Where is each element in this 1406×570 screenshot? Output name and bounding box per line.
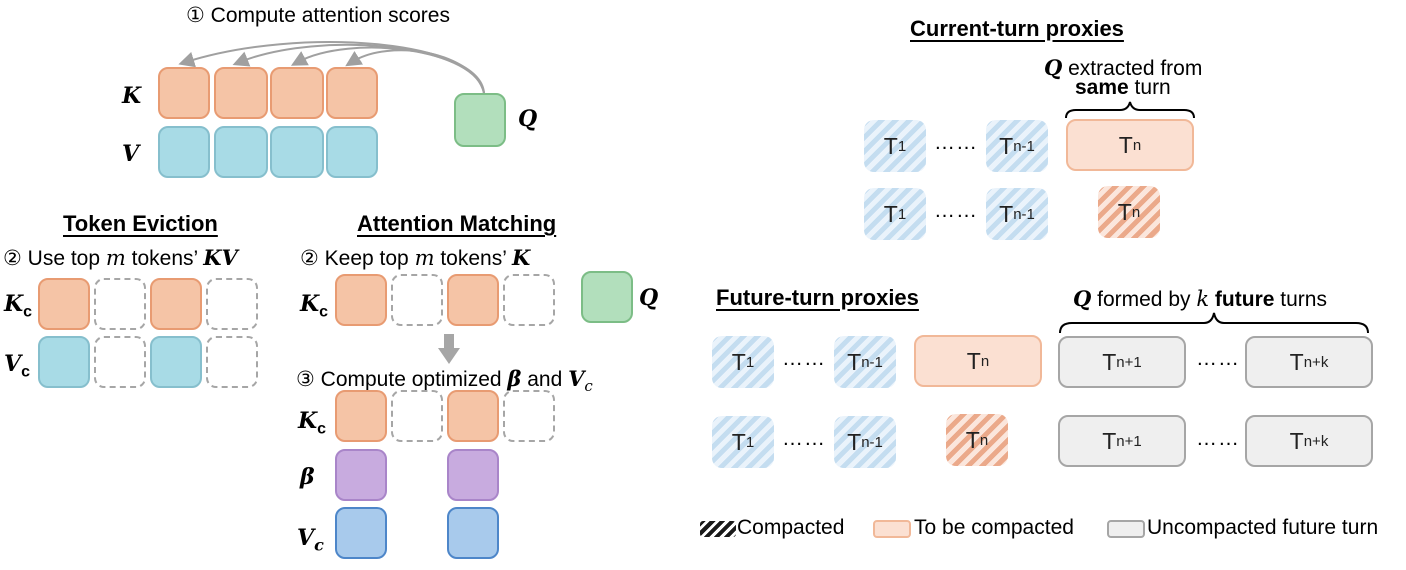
ellipsis: …… — [782, 427, 826, 450]
evicted-slot — [391, 274, 443, 326]
token-eviction-title: Token Eviction — [63, 211, 218, 236]
query-token — [454, 93, 506, 147]
kept-value-token — [150, 336, 202, 388]
ellipsis: …… — [1196, 427, 1240, 450]
q-label: Q — [518, 106, 538, 132]
ellipsis: …… — [934, 131, 978, 154]
kc-label: Kc — [298, 408, 327, 438]
current-note-line2: same turn — [1075, 76, 1171, 99]
kept-key-token — [335, 274, 387, 326]
k-label: K — [122, 83, 142, 109]
evicted-slot — [94, 336, 146, 388]
evicted-slot — [503, 390, 555, 442]
evicted-slot — [94, 278, 146, 330]
down-arrow-icon — [438, 334, 460, 364]
value-token — [270, 126, 324, 178]
vc-token — [447, 507, 499, 559]
kc-label: Kc — [300, 291, 329, 321]
ellipsis: …… — [1196, 347, 1240, 370]
future-turn-title: Future-turn proxies — [716, 285, 919, 310]
v-label: V — [122, 141, 140, 167]
value-token — [326, 126, 378, 178]
key-token — [270, 67, 324, 119]
beta-token — [447, 449, 499, 501]
vc-label: Vc — [297, 525, 324, 555]
kept-key-token — [335, 390, 387, 442]
query-token — [581, 271, 633, 323]
current-note-line1: Q extracted from — [1044, 55, 1203, 80]
evicted-slot — [391, 390, 443, 442]
kept-key-token — [38, 278, 90, 330]
legend-to-be-compacted: To be compacted — [914, 516, 1074, 539]
future-note: Q formed by k future turns — [1073, 286, 1327, 311]
vc-token — [335, 507, 387, 559]
beta-token — [335, 449, 387, 501]
legend-uncompacted: Uncompacted future turn — [1147, 516, 1379, 539]
vc-label: Vc — [4, 351, 30, 381]
ellipsis: …… — [934, 199, 978, 222]
current-brace — [1065, 101, 1195, 119]
legend-future-swatch — [1107, 520, 1145, 538]
evicted-slot — [503, 274, 555, 326]
value-token — [158, 126, 210, 178]
beta-label: β — [300, 464, 315, 490]
evicted-slot — [206, 278, 258, 330]
legend-compacted: Compacted — [737, 516, 845, 539]
attention-matching-title: Attention Matching — [357, 211, 557, 236]
key-token — [158, 67, 210, 119]
ellipsis: …… — [782, 347, 826, 370]
key-token — [214, 67, 268, 119]
kept-value-token — [38, 336, 90, 388]
kc-label: Kc — [4, 291, 33, 321]
evicted-slot — [206, 336, 258, 388]
eviction-step2: ② Use top m tokens’ KV — [3, 245, 238, 270]
future-brace — [1059, 312, 1369, 334]
current-turn-title: Current-turn proxies — [910, 16, 1124, 41]
attention-arrows — [178, 41, 485, 94]
legend-to-be-swatch — [873, 520, 911, 538]
key-token — [326, 67, 378, 119]
kept-key-token — [447, 274, 499, 326]
matching-step3: ③ Compute optimized β and Vc — [296, 366, 593, 396]
kept-key-token — [150, 278, 202, 330]
q-label: Q — [639, 285, 659, 311]
value-token — [214, 126, 268, 178]
matching-step2: ② Keep top m tokens’ K — [300, 245, 531, 270]
legend-compacted-swatch — [700, 521, 736, 537]
kept-key-token — [447, 390, 499, 442]
step1-label: ① Compute attention scores — [186, 4, 450, 27]
